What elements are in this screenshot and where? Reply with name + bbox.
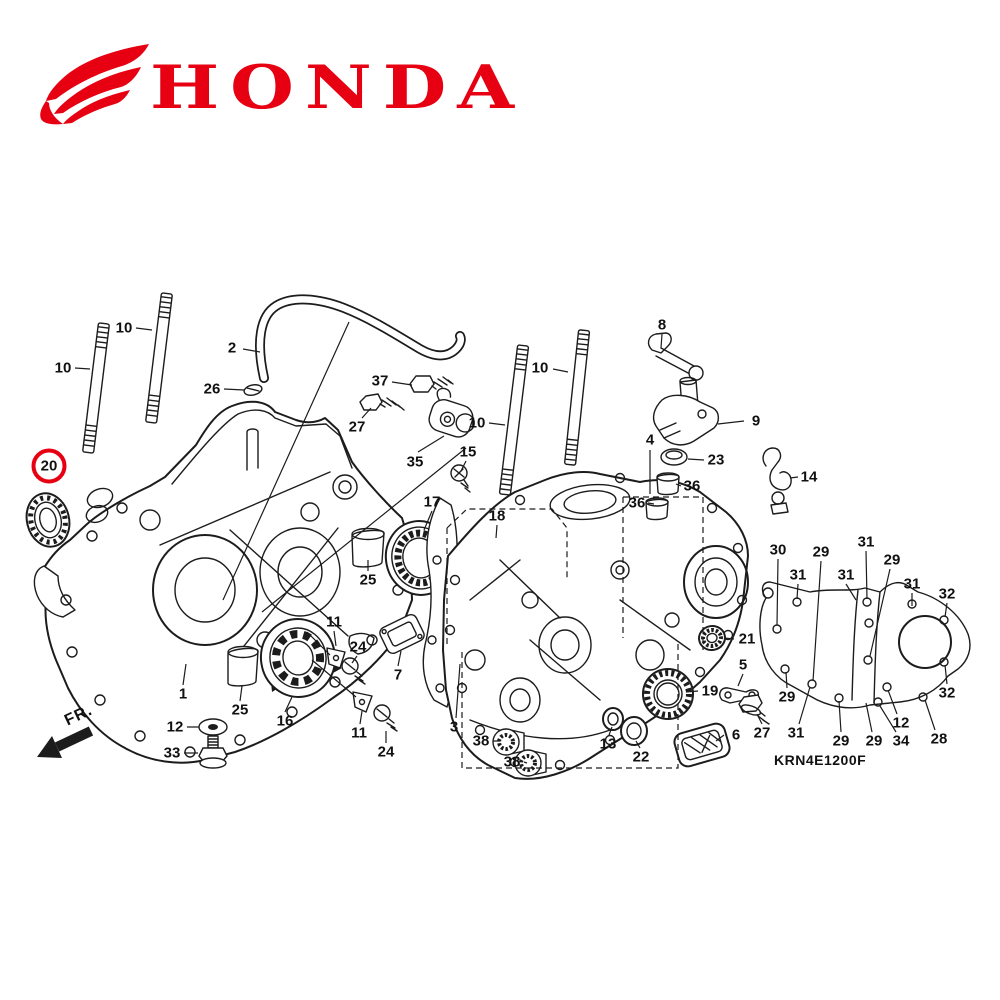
part-label-20-highlighted: 20 bbox=[31, 448, 67, 484]
plate-7-drawing bbox=[379, 613, 425, 655]
part-label-31: 31 bbox=[837, 566, 855, 584]
part-label-11: 11 bbox=[326, 613, 342, 631]
bolt-33-drawing bbox=[198, 735, 228, 769]
clutch-cover-gasket-drawing bbox=[759, 581, 971, 709]
part-label-10: 10 bbox=[115, 319, 133, 337]
bushing-36-drawing bbox=[645, 472, 680, 521]
part-label-17: 17 bbox=[423, 493, 441, 511]
part-label-3: 3 bbox=[449, 718, 459, 736]
part-label-36: 36 bbox=[683, 477, 701, 495]
part-label-2: 2 bbox=[227, 339, 237, 357]
oil-pump-gear-19-drawing bbox=[642, 668, 694, 720]
diagram-part-code: KRN4E1200F bbox=[774, 752, 867, 768]
part-label-31: 31 bbox=[787, 724, 805, 742]
part-label-27: 27 bbox=[348, 418, 366, 436]
part-label-27: 27 bbox=[753, 724, 771, 742]
part-label-24: 24 bbox=[377, 743, 395, 761]
part-label-29: 29 bbox=[832, 732, 850, 750]
part-label-11: 11 bbox=[351, 724, 367, 742]
part-label-28: 28 bbox=[930, 730, 948, 748]
part-label-33: 33 bbox=[163, 744, 181, 762]
strainer-6-drawing bbox=[673, 722, 731, 768]
part-label-32: 32 bbox=[938, 585, 956, 603]
bearing-21-drawing bbox=[698, 624, 726, 652]
part-label-1: 1 bbox=[178, 685, 188, 703]
part-label-18: 18 bbox=[488, 507, 506, 525]
front-direction-arrow-icon bbox=[37, 726, 94, 758]
part-label-12: 12 bbox=[166, 718, 184, 736]
part-label-21: 21 bbox=[738, 630, 756, 648]
part-label-24: 24 bbox=[349, 638, 367, 656]
part-label-30: 30 bbox=[769, 541, 787, 559]
part-label-34: 34 bbox=[892, 732, 910, 750]
leader-lines bbox=[74, 321, 948, 764]
part-label-5: 5 bbox=[738, 656, 748, 674]
roller-38-drawing bbox=[492, 728, 547, 777]
part-label-8: 8 bbox=[657, 316, 667, 334]
part-label-10: 10 bbox=[531, 359, 549, 377]
part-label-29: 29 bbox=[865, 732, 883, 750]
part-label-22: 22 bbox=[632, 748, 650, 766]
part-label-13: 13 bbox=[599, 735, 617, 753]
dowel-11-drawing bbox=[326, 647, 373, 713]
part-label-14: 14 bbox=[800, 468, 818, 486]
part-label-6: 6 bbox=[731, 726, 741, 744]
oil-seal-20-drawing bbox=[25, 492, 71, 548]
part-label-29: 29 bbox=[812, 543, 830, 561]
part-label-25: 25 bbox=[359, 571, 377, 589]
part-label-36: 36 bbox=[628, 494, 646, 512]
part-label-31: 31 bbox=[789, 566, 807, 584]
part-label-4: 4 bbox=[645, 431, 655, 449]
screw-24-drawing bbox=[341, 657, 398, 732]
part-label-35: 35 bbox=[406, 453, 424, 471]
honda-wordmark: HONDA bbox=[150, 53, 526, 123]
part-label-37: 37 bbox=[371, 372, 389, 390]
part-label-31: 31 bbox=[903, 575, 921, 593]
bracket-9-drawing bbox=[652, 394, 720, 446]
bolt-37-drawing bbox=[409, 375, 454, 393]
seal-13-22-drawing bbox=[602, 707, 648, 746]
sensor-35-drawing bbox=[428, 387, 475, 438]
honda-wing-icon bbox=[40, 44, 149, 125]
part-label-12: 12 bbox=[892, 714, 910, 732]
part-label-10: 10 bbox=[468, 414, 486, 432]
part-label-23: 23 bbox=[707, 451, 725, 469]
part-label-29: 29 bbox=[883, 551, 901, 569]
dashed-reference-lines bbox=[446, 496, 704, 769]
part-label-25: 25 bbox=[231, 701, 249, 719]
part-label-38: 38 bbox=[472, 732, 490, 750]
part-label-19: 19 bbox=[701, 682, 719, 700]
bolt-27-drawing bbox=[359, 393, 405, 411]
washer-12-drawing bbox=[198, 718, 228, 736]
part-label-9: 9 bbox=[751, 412, 761, 430]
part-label-38: 38 bbox=[503, 753, 521, 771]
bolt-27b-drawing bbox=[738, 694, 770, 725]
part-label-32: 32 bbox=[938, 684, 956, 702]
part-label-7: 7 bbox=[393, 666, 403, 684]
bolt-15-drawing bbox=[450, 464, 471, 493]
bushing-25-drawing bbox=[227, 527, 385, 687]
part-label-15: 15 bbox=[459, 443, 477, 461]
part-label-16: 16 bbox=[276, 712, 294, 730]
part-label-10: 10 bbox=[54, 359, 72, 377]
stud-bolt-drawing bbox=[82, 292, 591, 496]
grommet-23-drawing bbox=[660, 448, 688, 466]
part-label-29: 29 bbox=[778, 688, 796, 706]
part-label-31: 31 bbox=[857, 533, 875, 551]
breather-hose-drawing bbox=[243, 294, 466, 396]
part-label-26: 26 bbox=[203, 380, 221, 398]
